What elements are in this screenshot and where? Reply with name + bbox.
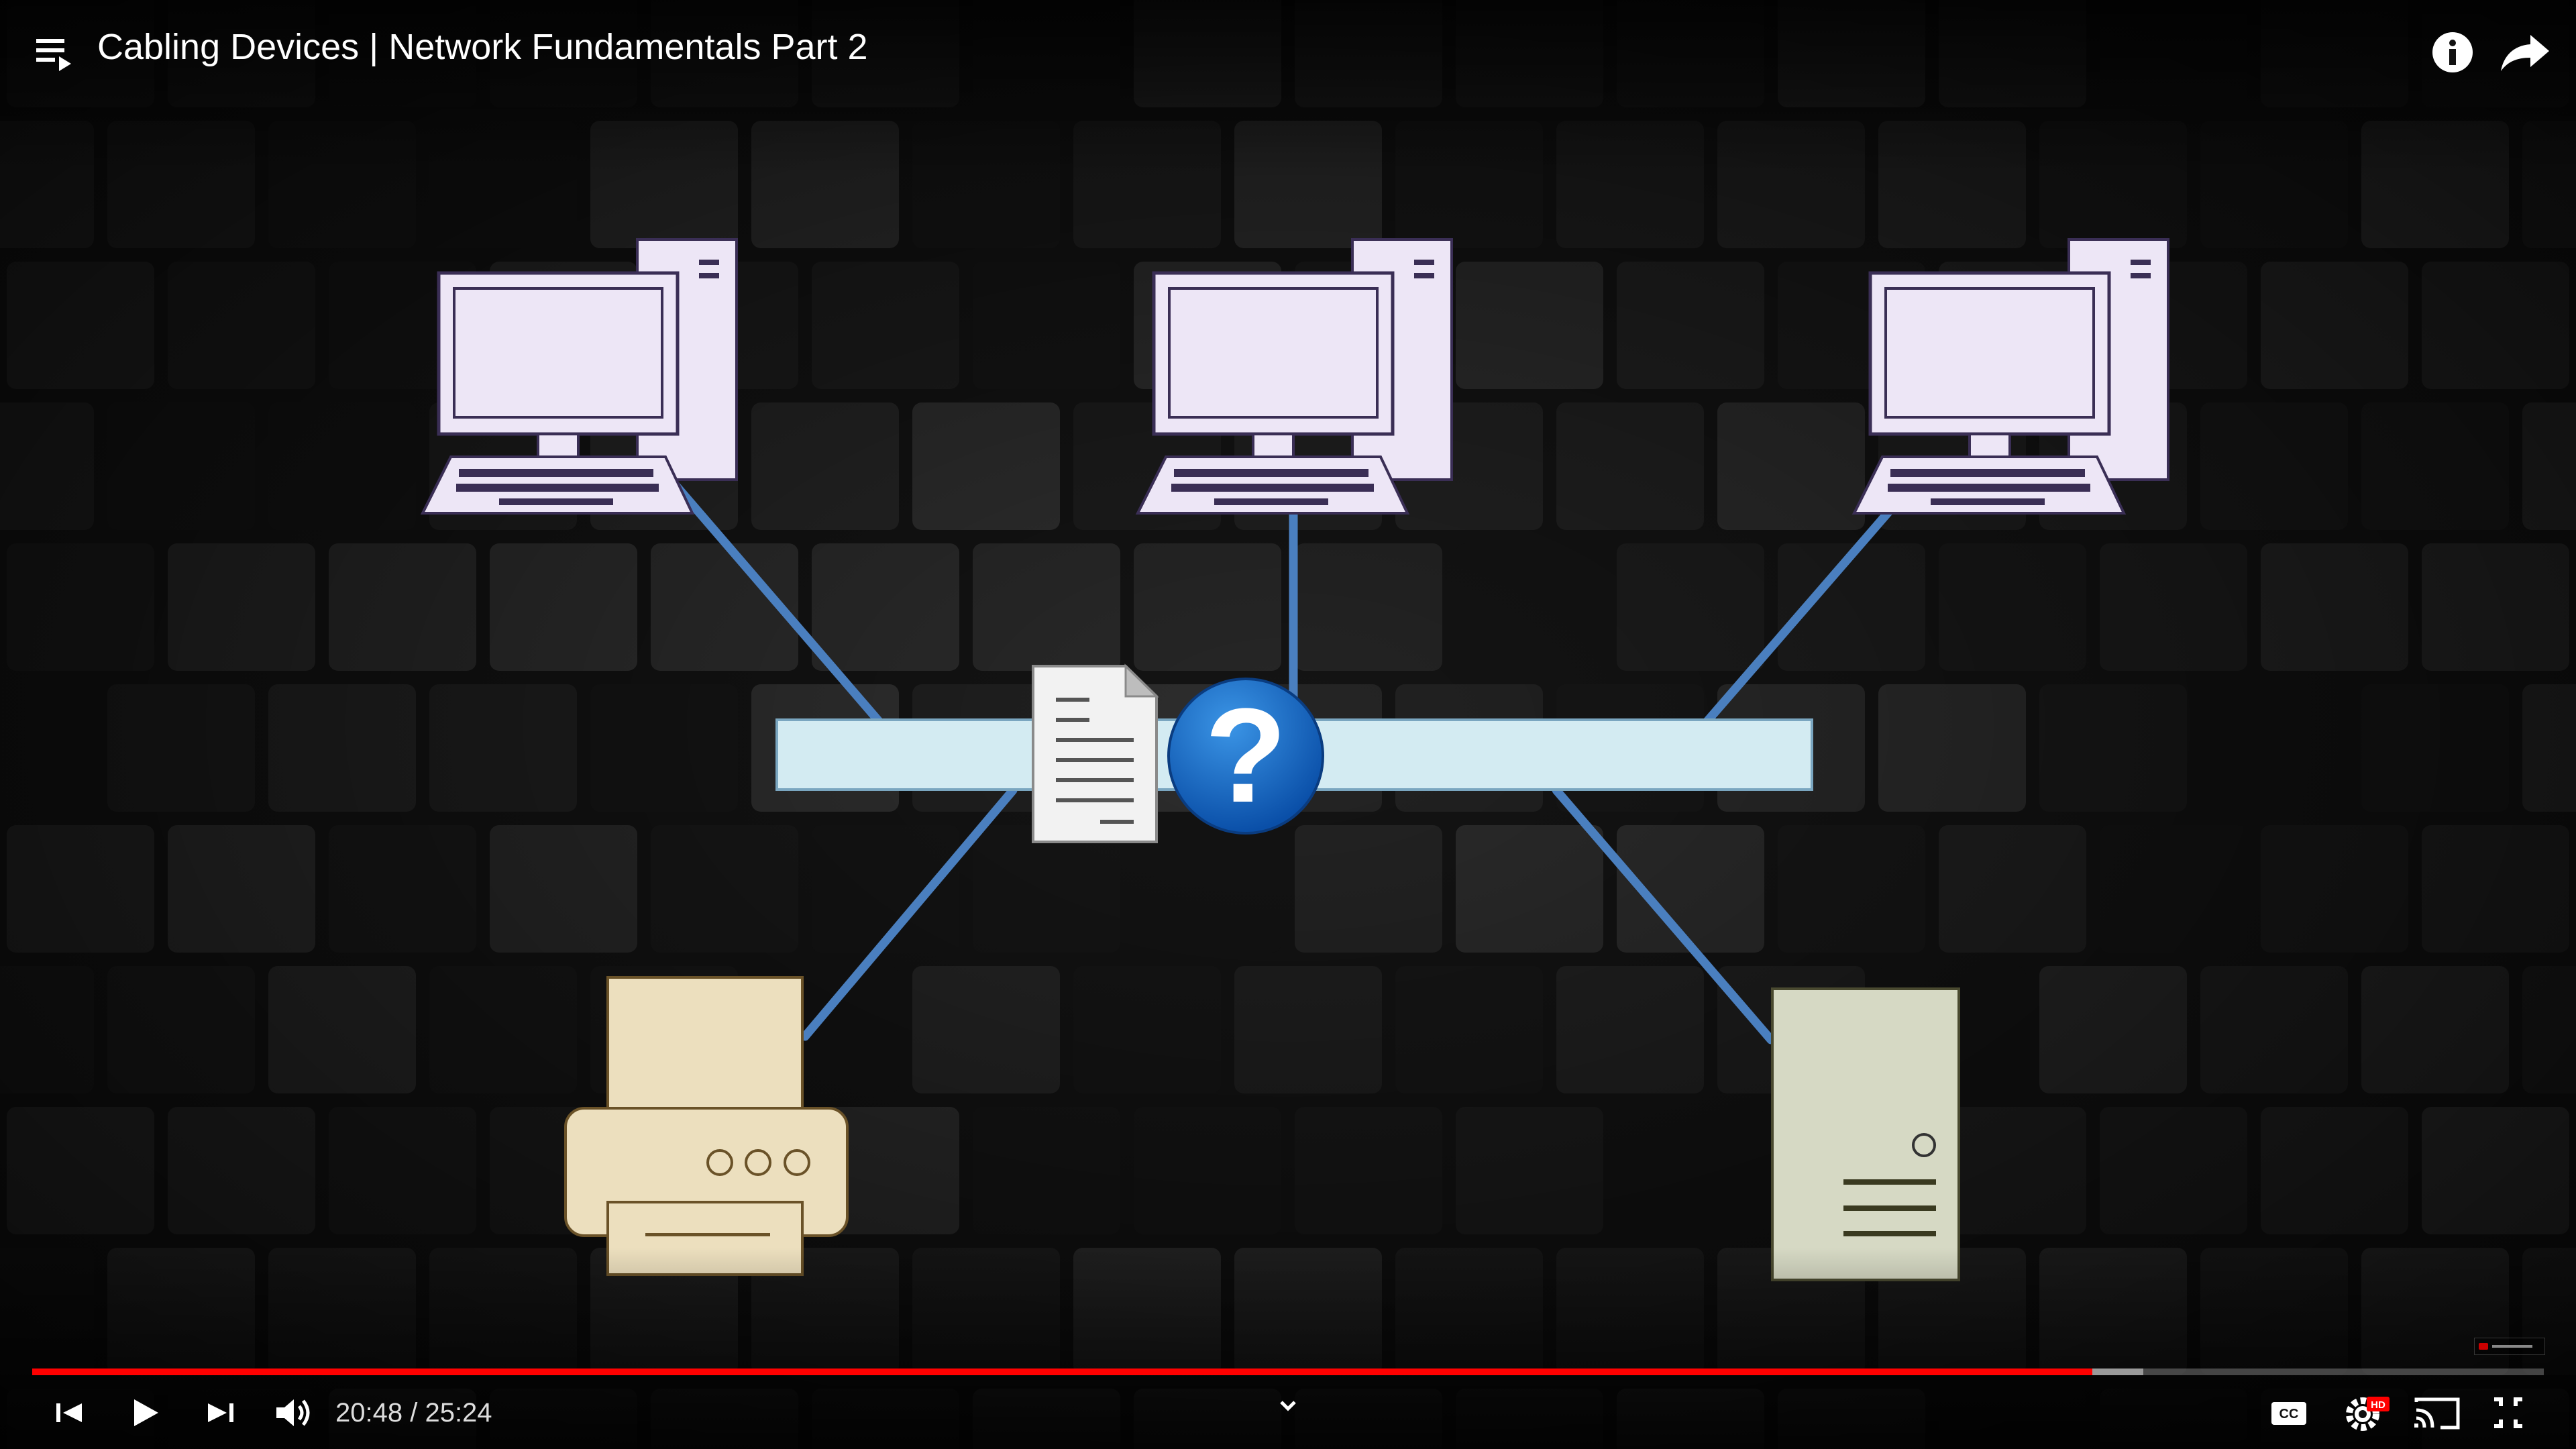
progress-bar[interactable] [32,1368,2544,1375]
skip-next-icon [208,1403,233,1422]
chevron-down-icon [1280,1401,1296,1411]
playlist-button[interactable] [27,27,80,80]
play-button[interactable] [117,1386,170,1440]
time-separator: / [402,1398,425,1428]
svg-text:CC: CC [2279,1407,2299,1421]
printer-icon [564,976,849,1276]
svg-text:?: ? [1205,681,1287,830]
time-display: 20:48 / 25:24 [335,1394,492,1432]
settings-gear-icon: HD [2346,1397,2390,1431]
cables [666,475,1895,1044]
current-time: 20:48 [335,1398,403,1428]
share-button[interactable] [2496,25,2556,79]
server-icon [1771,987,1960,1281]
volume-icon [276,1399,310,1426]
skip-previous-icon [56,1403,82,1422]
video-title[interactable]: Cabling Devices | Network Fundamentals P… [97,27,868,67]
subscribe-watermark-icon [2479,1343,2532,1350]
captions-button[interactable]: CC [2262,1386,2316,1440]
previous-button[interactable] [43,1386,97,1440]
top-gradient [0,0,2576,174]
chapter-toggle-button[interactable] [1261,1379,1315,1433]
hd-badge: HD [2371,1399,2385,1411]
playlist-icon [36,39,71,71]
cable-printer [800,786,1018,1041]
info-icon [2432,32,2473,72]
exit-fullscreen-button[interactable] [2478,1386,2538,1440]
computer-center [1135,238,1453,515]
captions-icon: CC [2271,1402,2306,1425]
played-bar [32,1368,2093,1375]
duration: 25:24 [425,1398,492,1428]
share-icon [2501,35,2549,71]
computer-right [1851,238,2169,515]
info-button[interactable] [2426,25,2479,79]
cast-button[interactable] [2407,1386,2467,1440]
cast-icon [2414,1397,2460,1430]
subscribe-watermark[interactable] [2474,1338,2545,1355]
document-icon [1032,663,1159,843]
computer-left [420,238,738,515]
cable-right-computer [1703,505,1895,726]
question-mark-icon: ? [1167,678,1324,835]
settings-button[interactable]: HD [2336,1386,2396,1440]
top-bar: Cabling Devices | Network Fundamentals P… [0,0,2576,101]
exit-fullscreen-icon [2494,1397,2522,1428]
play-icon [134,1399,158,1426]
cable-server [1552,786,1776,1044]
volume-button[interactable] [267,1386,321,1440]
bottom-gradient [0,1248,2576,1449]
next-button[interactable] [193,1386,247,1440]
cable-left-computer [666,475,883,726]
